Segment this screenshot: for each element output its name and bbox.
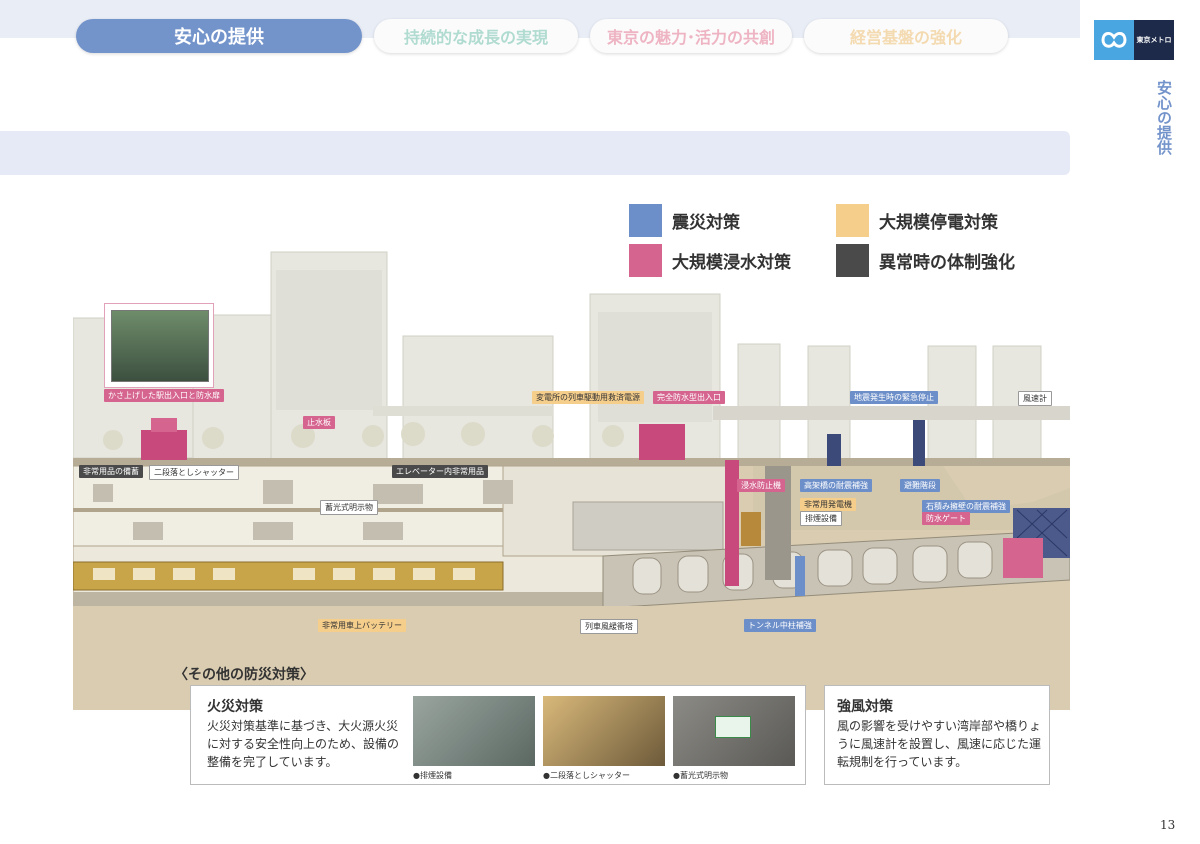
- callout-ressha-fukan: 列車風緩衝塔: [580, 619, 638, 634]
- callout-nidan-shutter: 二段落としシャッター: [149, 465, 239, 480]
- tab-jizoku[interactable]: 持続的な成長の実現: [374, 19, 578, 53]
- callout-hinan-kaidan: 避難階段: [900, 479, 940, 492]
- callout-fusokukei: 風速計: [1018, 391, 1052, 406]
- callout-jishin-teishi: 地震発生時の緊急停止: [850, 391, 938, 404]
- callout-elevator: エレベーター内非常用品: [392, 465, 488, 478]
- callout-haien: 排煙設備: [800, 511, 842, 526]
- callout-ishizumi: 石積み擁壁の耐震補強: [922, 500, 1010, 513]
- section-tabs: 安心の提供 持続的な成長の実現 東京の魅力･活力の共創 経営基盤の強化: [76, 19, 1008, 53]
- photo-chikko: [673, 696, 795, 766]
- wind-heading: 強風対策: [837, 699, 893, 715]
- photo-nidan-shutter: [543, 696, 665, 766]
- callout-chikko: 蓄光式明示物: [320, 500, 378, 515]
- other-measures-title: 〈その他の防災対策〉: [174, 667, 314, 683]
- legend-swatch-flood: [629, 244, 662, 277]
- legend-item-quake: 震災対策: [629, 204, 740, 237]
- legend-item-flood: 大規模浸水対策: [629, 244, 791, 277]
- legend-label: 異常時の体制強化: [879, 253, 1015, 273]
- wind-measures-box: 強風対策 風の影響を受けやすい湾岸部や橋りょうに風速計を設置し、風速に応じた運転…: [824, 685, 1050, 785]
- callout-hijo-hatsuden: 非常用発電機: [800, 498, 856, 511]
- callout-hendensho: 変電所の列車駆動用救済電源: [532, 391, 644, 404]
- callout-hijo-bichiku: 非常用品の備蓄: [79, 465, 143, 478]
- callout-shinsui-boshi: 浸水防止機: [737, 479, 785, 492]
- legend: 震災対策 大規模停電対策 大規模浸水対策 異常時の体制強化: [629, 204, 1049, 284]
- logo-text: 東京メトロ: [1134, 20, 1174, 60]
- exit-sign-icon: [715, 716, 751, 738]
- legend-swatch-power: [836, 204, 869, 237]
- wind-text: 風の影響を受けやすい湾岸部や橋りょうに風速計を設置し、風速に応じた運転規制を行っ…: [837, 719, 1042, 769]
- fire-text: 火災対策基準に基づき、大火源火災に対する安全性向上のため、設備の整備を完了してい…: [207, 719, 400, 769]
- caption-nidan-shutter: ●二段落としシャッター: [543, 771, 630, 780]
- legend-item-system: 異常時の体制強化: [836, 244, 1015, 277]
- callout-bosui-gate: 防水ゲート: [922, 512, 970, 525]
- tab-anshin[interactable]: 安心の提供: [76, 19, 362, 53]
- legend-swatch-system: [836, 244, 869, 277]
- legend-label: 大規模停電対策: [879, 213, 998, 233]
- callout-koka-taishin: 高架橋の耐震補強: [800, 479, 872, 492]
- legend-label: 大規模浸水対策: [672, 253, 791, 273]
- legend-item-power: 大規模停電対策: [836, 204, 998, 237]
- metro-heart-icon: [1094, 20, 1134, 60]
- station-entrance-photo: [104, 303, 214, 388]
- callout-kasaage: かさ上げした駅出入口と防水扉: [104, 389, 224, 402]
- page-number: 13: [1160, 818, 1176, 832]
- fire-heading: 火災対策: [207, 699, 263, 715]
- tab-tokyo[interactable]: 東京の魅力･活力の共創: [590, 19, 792, 53]
- side-section-title: 安心の提供: [1155, 80, 1173, 155]
- callout-shisuiban: 止水板: [303, 416, 335, 429]
- callout-tunnel-chuchu: トンネル中柱補強: [744, 619, 816, 632]
- header-bar: [0, 131, 1070, 175]
- caption-chikko: ●蓄光式明示物: [673, 771, 728, 780]
- fire-measures-box: 火災対策 火災対策基準に基づき、大火源火災に対する安全性向上のため、設備の整備を…: [190, 685, 806, 785]
- photo-image: [111, 310, 209, 382]
- tab-keiei[interactable]: 経営基盤の強化: [804, 19, 1008, 53]
- callout-shajo-battery: 非常用車上バッテリー: [318, 619, 406, 632]
- legend-label: 震災対策: [672, 213, 740, 233]
- tokyo-metro-logo: 東京メトロ: [1094, 20, 1174, 60]
- callout-kanzen-bosui: 完全防水型出入口: [653, 391, 725, 404]
- photo-haien: [413, 696, 535, 766]
- legend-swatch-quake: [629, 204, 662, 237]
- caption-haien: ●排煙設備: [413, 771, 452, 780]
